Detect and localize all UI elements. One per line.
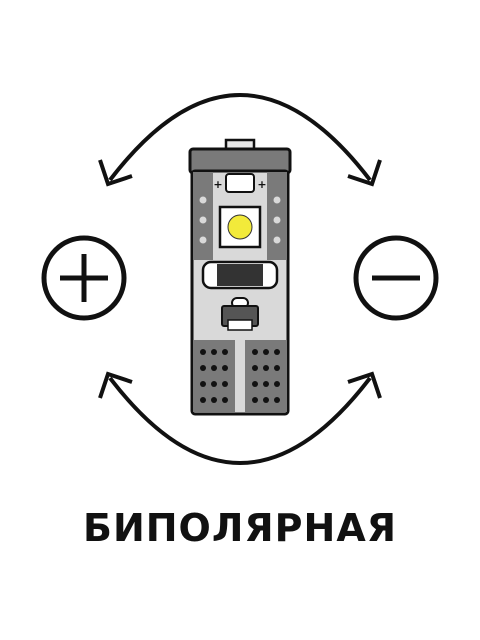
caption-title: БИПОЛЯРНАЯ [82, 506, 398, 550]
diode-pad [227, 319, 253, 331]
board-cap [188, 147, 292, 175]
rail-vias [199, 196, 281, 244]
pad-dots [200, 349, 280, 403]
left-rail [193, 172, 213, 260]
polarity-right-mark: + [257, 178, 266, 191]
plus-circle-icon [41, 235, 127, 321]
top-resistor [225, 173, 255, 193]
right-rail [267, 172, 287, 260]
top-curved-arrow-icon [98, 93, 382, 187]
bottom-curved-arrow-icon [98, 371, 382, 465]
led-emitter [227, 214, 253, 240]
minus-circle-icon [353, 235, 439, 321]
led-board: + + [188, 138, 292, 416]
resistor-body [217, 264, 263, 286]
polarity-left-mark: + [213, 178, 222, 191]
